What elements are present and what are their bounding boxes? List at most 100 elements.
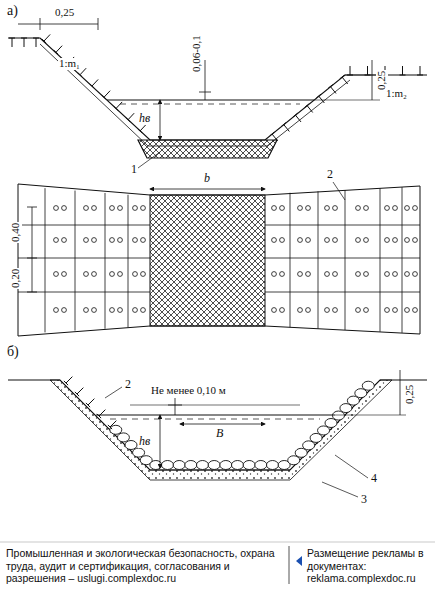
- plan-view: [18, 182, 420, 336]
- panel-joint: [75, 191, 76, 331]
- stake: [367, 66, 368, 75]
- stake: [140, 124, 146, 131]
- anchor-hole: [141, 206, 146, 211]
- stake-head: [33, 38, 39, 39]
- anchor-hole: [306, 272, 311, 277]
- stake-head: [270, 132, 275, 136]
- panel-joint: [265, 225, 420, 226]
- stone: [125, 441, 137, 450]
- dimension-label: а): [6, 4, 19, 19]
- dimension-label: 1: [130, 163, 138, 176]
- dimension-label: 0,25: [54, 7, 75, 19]
- stone: [220, 461, 232, 470]
- anchor-hole: [118, 308, 123, 313]
- anchor-hole: [62, 308, 67, 313]
- anchor-hole: [405, 206, 410, 211]
- anchor-hole: [272, 206, 277, 211]
- anchor-hole: [364, 206, 369, 211]
- stake: [350, 66, 351, 75]
- stone: [243, 461, 255, 470]
- anchor-hole: [110, 308, 115, 313]
- anchor-hole: [280, 206, 285, 211]
- stone: [173, 461, 185, 470]
- anchor-hole: [84, 308, 89, 313]
- dimension-label: Не менее 0,10 м: [150, 385, 227, 397]
- stake: [44, 34, 50, 41]
- stake-head: [114, 106, 118, 110]
- anchor-hole: [280, 308, 285, 313]
- anchor-hole: [385, 272, 390, 277]
- anchor-hole: [62, 206, 67, 211]
- anchor-hole: [54, 238, 59, 243]
- stone: [185, 461, 197, 470]
- dimension-label: b: [203, 172, 211, 185]
- anchor-hole: [333, 206, 338, 211]
- stake: [104, 91, 110, 98]
- dimension-label: б): [6, 345, 20, 360]
- stake-head: [328, 85, 333, 89]
- panel-joint: [18, 292, 150, 293]
- stake-head: [281, 123, 286, 127]
- stone: [340, 404, 352, 413]
- anchor-hole: [356, 308, 361, 313]
- stake-head: [21, 38, 27, 39]
- stone: [318, 426, 330, 435]
- stone: [117, 433, 129, 442]
- anchor-hole: [364, 272, 369, 277]
- stake-head: [138, 129, 142, 133]
- anchor-hole: [325, 238, 330, 243]
- stake-head: [90, 84, 94, 88]
- stake-head: [347, 75, 353, 76]
- anchor-hole: [385, 206, 390, 211]
- anchor-hole: [62, 238, 67, 243]
- anchor-hole: [298, 272, 303, 277]
- anchor-hole: [141, 238, 146, 243]
- stake-head: [64, 381, 68, 385]
- anchor-hole: [333, 238, 338, 243]
- dimension-label: 2: [326, 168, 334, 181]
- panel-joint: [290, 193, 291, 328]
- dimension-label: 0,25: [404, 384, 416, 405]
- stake: [284, 125, 290, 132]
- anchor-hole: [118, 238, 123, 243]
- anchor-hole: [306, 206, 311, 211]
- stake-head: [42, 39, 46, 43]
- anchor-hole: [62, 272, 67, 277]
- anchor-hole: [118, 272, 123, 277]
- anchor-hole: [356, 272, 361, 277]
- stake-head: [97, 414, 101, 418]
- panel-joint: [265, 258, 420, 259]
- stone: [267, 461, 279, 470]
- panel-joint: [345, 190, 346, 330]
- anchor-hole: [405, 308, 410, 313]
- anchor-hole: [133, 272, 138, 277]
- dimension-label: B: [215, 427, 224, 440]
- stake-head: [316, 94, 321, 98]
- anchor-hole: [272, 272, 277, 277]
- anchor-hole: [325, 272, 330, 277]
- anchor-hole: [325, 308, 330, 313]
- stake: [56, 46, 62, 53]
- anchor-hole: [405, 238, 410, 243]
- section-a: [8, 18, 427, 168]
- stake: [295, 115, 301, 122]
- stake-head: [75, 392, 79, 396]
- stone: [197, 461, 209, 470]
- dimension-label: hв: [138, 435, 151, 448]
- anchor-hole: [92, 206, 97, 211]
- stake: [402, 66, 403, 75]
- anchor-hole: [118, 206, 123, 211]
- anchor-hole: [393, 272, 398, 277]
- stake-head: [78, 73, 82, 77]
- stake: [307, 106, 313, 113]
- anchor-hole: [54, 308, 59, 313]
- anchor-hole: [413, 238, 418, 243]
- anchor-hole: [413, 206, 418, 211]
- stake-head: [102, 95, 106, 99]
- stake: [420, 66, 421, 75]
- anchor-hole: [272, 238, 277, 243]
- anchor-hole: [92, 238, 97, 243]
- stake-head: [340, 75, 345, 79]
